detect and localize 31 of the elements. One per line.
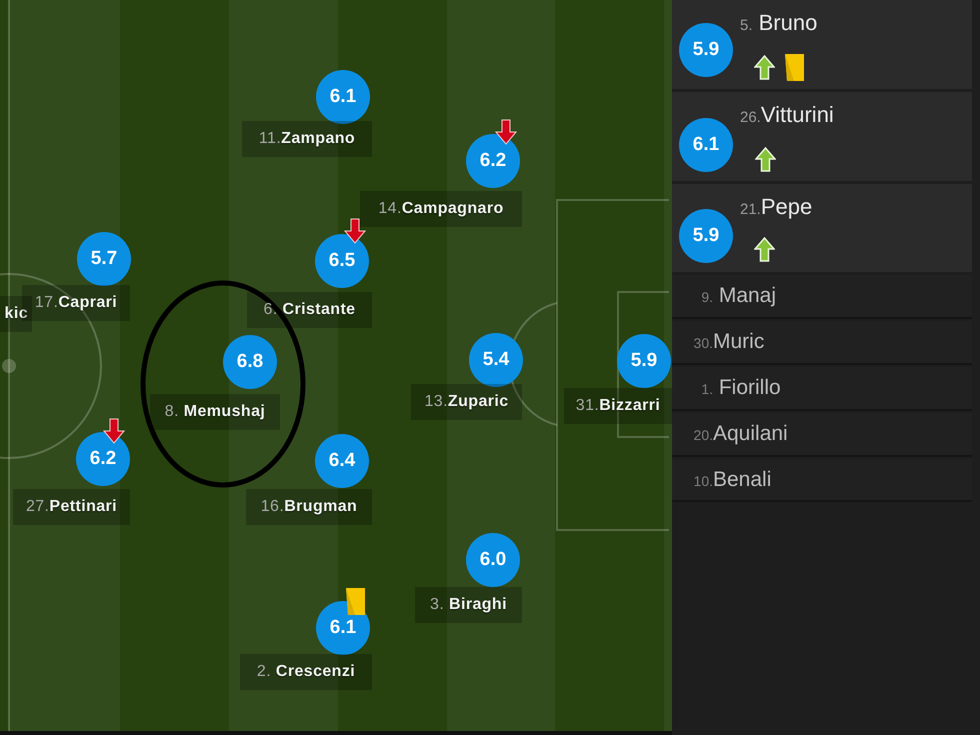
player-name: 21.Pepe bbox=[740, 193, 812, 221]
player-name-label: 14.Campagnaro bbox=[360, 191, 522, 227]
player-rating: 6.0 bbox=[466, 533, 520, 587]
player-name-label: 11.Zampano bbox=[242, 121, 372, 157]
player-rating: 5.4 bbox=[469, 333, 523, 387]
player-rating: 6.1 bbox=[316, 601, 370, 655]
player-rating: 6.8 bbox=[223, 335, 277, 389]
player-rating: 5.9 bbox=[617, 334, 671, 388]
substitute-row bbox=[672, 184, 972, 272]
player-name-label: 16.Brugman bbox=[246, 489, 372, 525]
substitute-row bbox=[672, 92, 972, 181]
player-name-label: 27.Pettinari bbox=[13, 489, 130, 525]
player-name: 26.Vitturini bbox=[740, 101, 834, 129]
player-rating: 6.2 bbox=[76, 432, 130, 486]
player-name-label: 8. Memushaj bbox=[150, 394, 280, 430]
player-name-label: 2. Crescenzi bbox=[240, 654, 372, 690]
player-name-label: kic bbox=[0, 296, 32, 332]
player-rating: 5.9 bbox=[679, 23, 733, 77]
player-name-label: 13.Zuparic bbox=[411, 384, 522, 420]
player-name: 5. Bruno bbox=[740, 9, 818, 37]
player-rating: 6.4 bbox=[315, 434, 369, 488]
player-rating: 5.9 bbox=[679, 209, 733, 263]
player-rating: 5.7 bbox=[77, 232, 131, 286]
player-rating: 6.2 bbox=[466, 134, 520, 188]
player-rating: 6.5 bbox=[315, 234, 369, 288]
player-rating: 6.1 bbox=[316, 70, 370, 124]
player-name-label: 3. Biraghi bbox=[415, 587, 522, 623]
substitute-row bbox=[672, 0, 972, 89]
player-name-label: 31.Bizzarri bbox=[564, 388, 672, 424]
player-rating: 6.1 bbox=[679, 118, 733, 172]
player-name-label: 6. Cristante bbox=[247, 292, 372, 328]
